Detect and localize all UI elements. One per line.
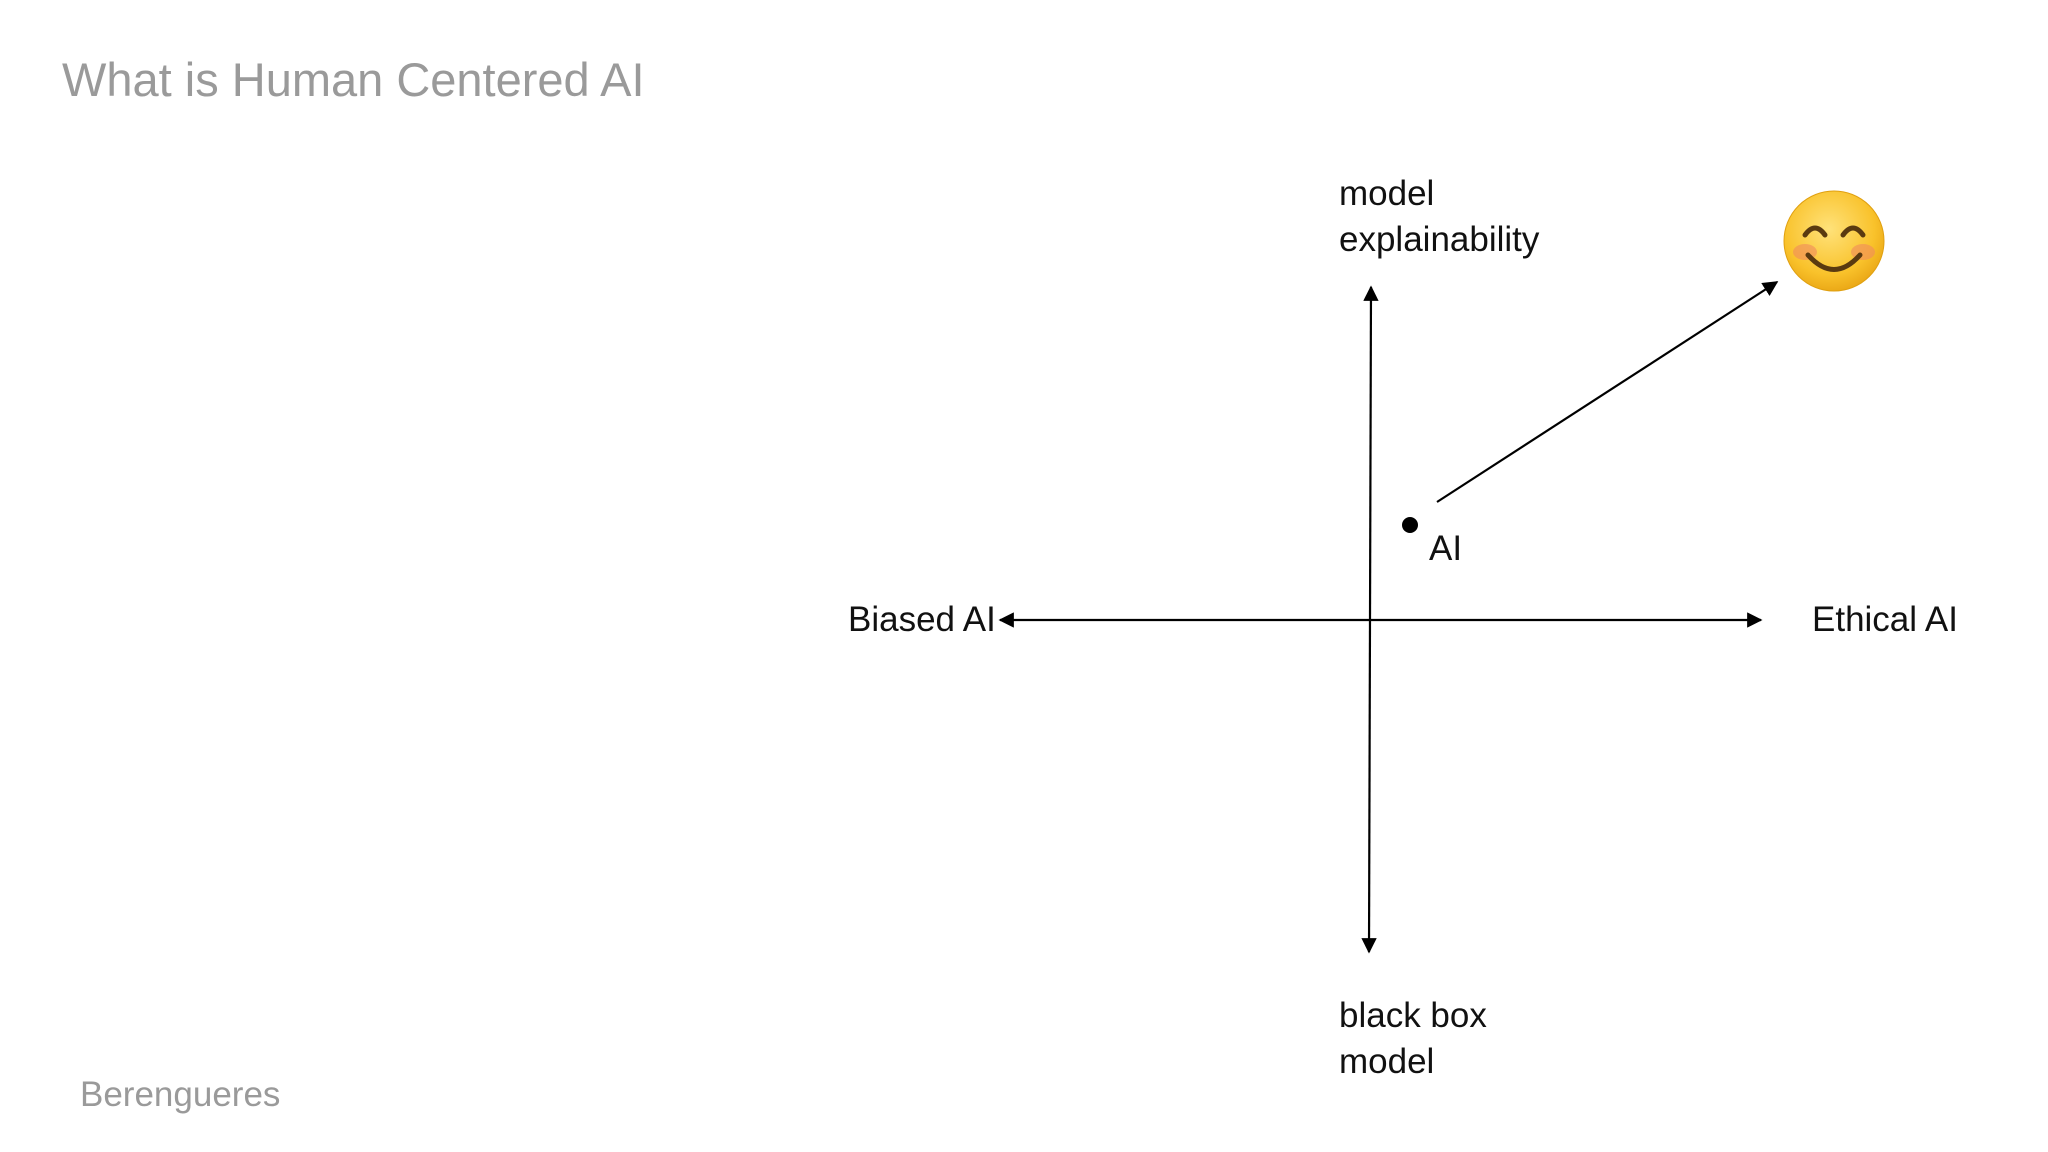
slide-title: What is Human Centered AI bbox=[62, 53, 645, 106]
axis-label-bottom-line-2: model bbox=[1339, 1042, 1435, 1081]
axis-label-top: model explainability bbox=[1339, 171, 1539, 263]
axis-label-top-line-1: model bbox=[1339, 174, 1435, 213]
smiling-face-icon bbox=[1783, 190, 1885, 292]
ai-point bbox=[1402, 517, 1418, 533]
author-footer: Berengueres bbox=[80, 1075, 281, 1114]
axis-label-top-line-2: explainability bbox=[1339, 220, 1540, 259]
axis-label-right: Ethical AI bbox=[1812, 600, 1958, 639]
axis-label-bottom: black box model bbox=[1339, 993, 1487, 1085]
axis-label-bottom-line-1: black box bbox=[1339, 996, 1487, 1035]
axis-label-left: Biased AI bbox=[848, 600, 996, 639]
improvement-arrow bbox=[1436, 281, 1779, 503]
ai-point-label: AI bbox=[1429, 529, 1463, 568]
